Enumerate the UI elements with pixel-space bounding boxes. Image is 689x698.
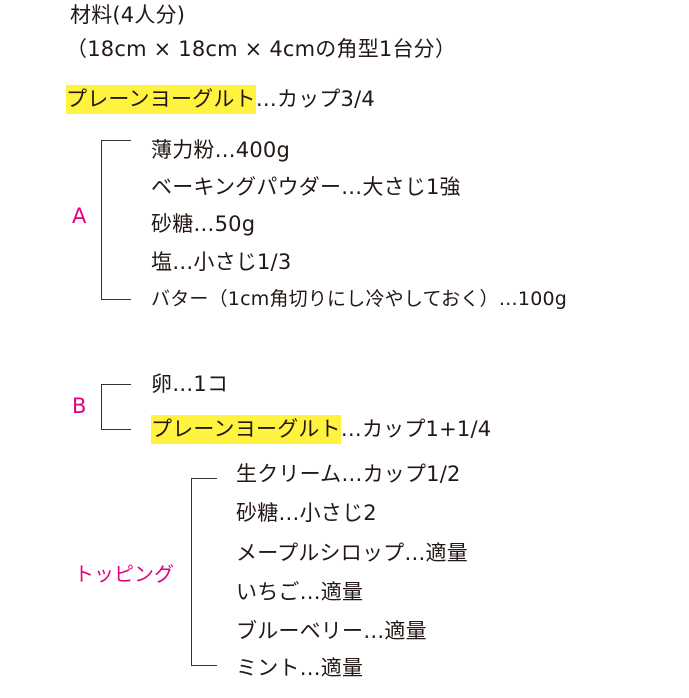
group-b-bracket xyxy=(101,384,131,430)
ingredient-yogurt: プレーンヨーグルト…カップ3/4 xyxy=(66,85,375,114)
highlight-yogurt: プレーンヨーグルト xyxy=(66,85,256,114)
ingredient-yogurt-b: プレーンヨーグルト…カップ1+1/4 xyxy=(151,415,492,444)
topping-mint: ミント…適量 xyxy=(236,656,364,680)
recipe-pan-size: （18cm × 18cm × 4cmの角型1台分） xyxy=(66,37,457,61)
yogurt-b-amount: …カップ1+1/4 xyxy=(340,417,492,441)
ingredient-flour: 薄力粉…400g xyxy=(151,138,291,162)
highlight-yogurt-b: プレーンヨーグルト xyxy=(151,415,341,444)
group-a-bracket xyxy=(101,140,131,300)
ingredient-salt: 塩…小さじ1/3 xyxy=(151,250,292,274)
ingredient-sugar: 砂糖…50g xyxy=(151,212,256,236)
ingredient-baking-powder: ベーキングパウダー…大さじ1強 xyxy=(151,175,461,199)
ingredient-egg: 卵…1コ xyxy=(151,372,229,396)
topping-blueberry: ブルーベリー…適量 xyxy=(236,619,427,643)
ingredient-butter: バター（1cm角切りにし冷やしておく）…100g xyxy=(151,288,568,310)
topping-sugar: 砂糖…小さじ2 xyxy=(236,501,377,525)
topping-strawberry: いちご…適量 xyxy=(236,580,364,604)
topping-label: トッピング xyxy=(74,562,174,586)
recipe-title: 材料(4人分) xyxy=(70,3,186,27)
yogurt-amount: …カップ3/4 xyxy=(255,87,375,111)
topping-maple-syrup: メープルシロップ…適量 xyxy=(236,541,468,565)
group-b-label: B xyxy=(72,394,87,418)
group-a-label: A xyxy=(72,204,87,228)
topping-bracket xyxy=(191,478,217,666)
topping-cream: 生クリーム…カップ1/2 xyxy=(236,462,461,486)
